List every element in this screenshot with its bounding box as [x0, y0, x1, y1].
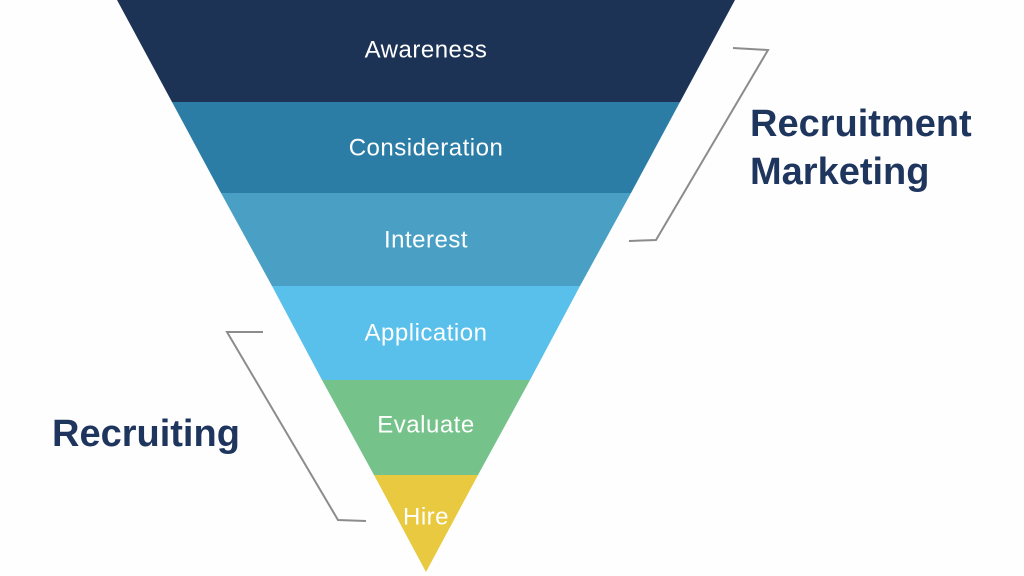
funnel-stage-label-application: Application [365, 320, 488, 347]
funnel-stage-consideration [172, 102, 680, 193]
recruitment-marketing-label-line2: Marketing [750, 151, 930, 193]
funnel-stage-evaluate [322, 380, 530, 475]
funnel-stage-label-awareness: Awareness [365, 37, 488, 64]
recruiting-bracket-line [225, 331, 367, 522]
recruitment-marketing-label-line1: Recruitment [750, 103, 972, 145]
recruiting-label: Recruiting [52, 413, 240, 455]
funnel-stage-label-hire: Hire [403, 504, 449, 531]
funnel-stage-hire [374, 475, 478, 572]
funnel: Awareness Consideration Interest Applica… [117, 0, 735, 572]
recruitment-marketing-label: Recruitment Marketing [750, 100, 972, 196]
funnel-stage-label-interest: Interest [384, 227, 468, 254]
funnel-stage-awareness [117, 0, 735, 102]
funnel-stage-interest [221, 193, 631, 286]
funnel-stage-label-evaluate: Evaluate [377, 412, 474, 439]
recruitment-marketing-bracket-line [628, 47, 770, 242]
funnel-stage-label-consideration: Consideration [349, 135, 504, 162]
funnel-stage-application [272, 286, 580, 380]
